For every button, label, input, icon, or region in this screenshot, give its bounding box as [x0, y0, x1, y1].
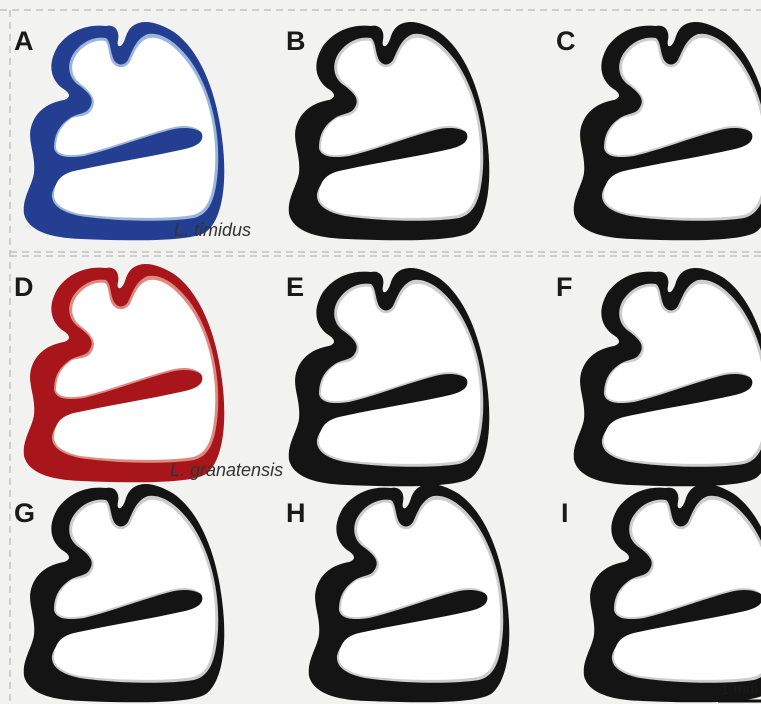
tooth-outline [289, 22, 490, 240]
tooth-section-b [289, 22, 490, 240]
tooth-outline [574, 268, 761, 486]
species-label-granatensis: L. granatensis [170, 460, 283, 480]
tooth-outline [289, 268, 490, 486]
panel-letter-b: B [286, 26, 306, 56]
panel-letter-c: C [556, 26, 576, 56]
panel-letter-d: D [14, 272, 34, 302]
tooth-outline [584, 484, 761, 702]
tooth-outline [309, 484, 510, 702]
panel-letter-h: H [286, 498, 306, 528]
species-label-timidus: L. timidus [174, 220, 251, 240]
tooth-section-f [574, 268, 761, 486]
tooth-outline [574, 22, 761, 240]
panel-letter-e: E [286, 272, 304, 302]
panel-letter-i: I [561, 498, 569, 528]
tooth-section-e [289, 268, 490, 486]
tooth-outline [24, 484, 225, 702]
tooth-section-i [584, 484, 761, 702]
tooth-section-h [309, 484, 510, 702]
panel-letter-a: A [14, 26, 34, 56]
tooth-section-d [24, 264, 225, 482]
tooth-section-g [24, 484, 225, 702]
tooth-outline [24, 264, 225, 482]
tooth-section-a [24, 22, 225, 240]
scale-bar-label: 1 mm [721, 681, 759, 698]
tooth-section-c [574, 22, 761, 240]
panel-letter-f: F [556, 272, 573, 302]
tooth-outline-a [24, 22, 225, 240]
panel-letter-g: G [14, 498, 35, 528]
